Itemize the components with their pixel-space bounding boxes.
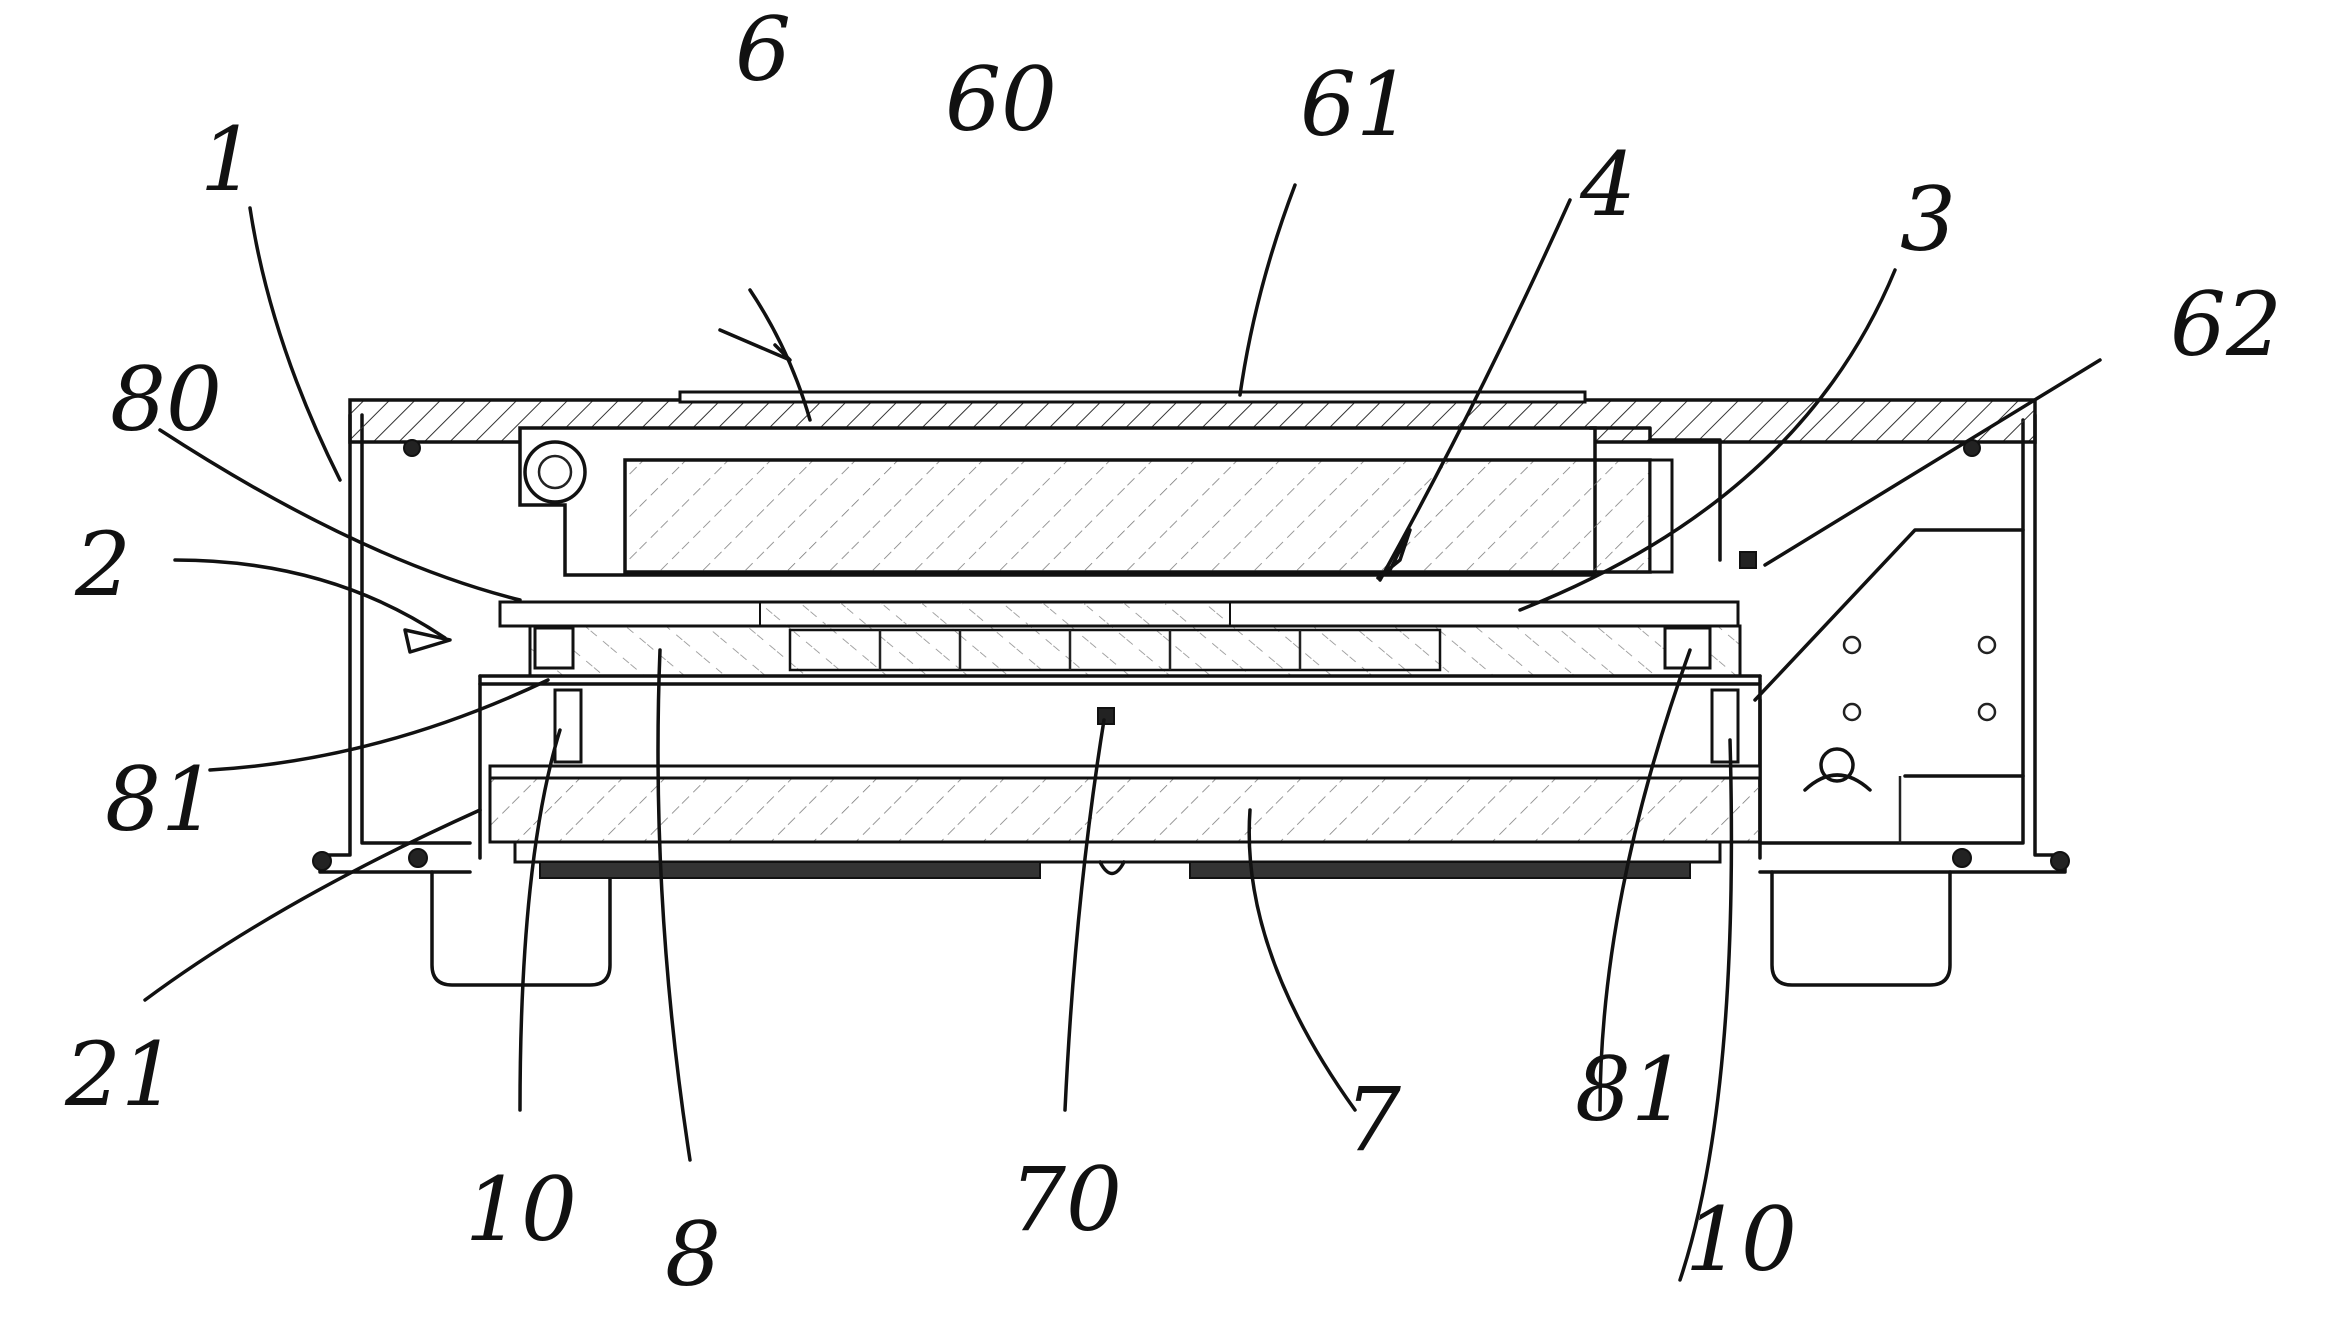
leader-lines (145, 185, 2100, 1280)
label-6: 6 (735, 0, 791, 101)
label-81-right: 81 (1575, 1038, 1687, 1141)
label-1: 1 (200, 108, 256, 211)
label-8: 8 (665, 1203, 721, 1306)
label-62: 62 (2170, 273, 2282, 376)
label-7: 7 (1345, 1068, 1401, 1171)
label-80: 80 (110, 348, 222, 451)
label-10-right: 10 (1685, 1188, 1797, 1291)
label-60: 60 (945, 48, 1057, 151)
label-81-left: 81 (105, 748, 217, 851)
label-3: 3 (1900, 168, 1956, 271)
label-10-left: 10 (465, 1158, 577, 1261)
label-61: 61 (1300, 53, 1412, 156)
label-2: 2 (74, 513, 131, 616)
label-21: 21 (64, 1023, 177, 1126)
lower-plate (490, 766, 1760, 878)
label-70: 70 (1010, 1148, 1122, 1251)
label-4: 4 (1579, 133, 1636, 236)
inductor-assembly (520, 428, 1720, 575)
